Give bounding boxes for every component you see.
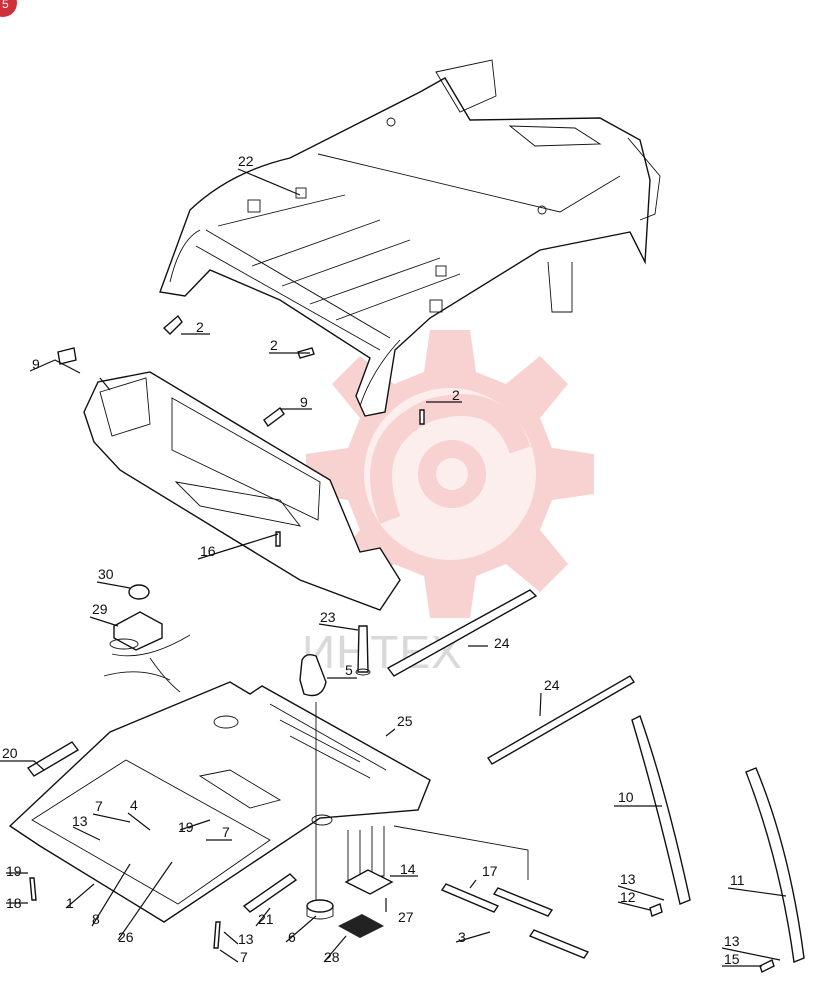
vent-14-icon — [344, 869, 394, 895]
callout-8: 8 — [92, 911, 100, 927]
callout-10: 10 — [618, 789, 634, 805]
knob-30-icon — [128, 584, 150, 600]
callout-1: 1 — [66, 895, 74, 911]
rod-7-icon — [213, 921, 221, 949]
callout-14: 14 — [400, 861, 416, 877]
callout-9: 9 — [300, 394, 308, 410]
callout-21: 21 — [258, 911, 274, 927]
leader-lines — [0, 168, 787, 967]
callout-7: 7 — [95, 798, 103, 814]
slot-17a-icon — [440, 883, 500, 913]
callout-9: 9 — [32, 356, 40, 372]
bolt-2a-icon — [162, 314, 183, 335]
mat-28-icon — [338, 914, 384, 938]
floor-panel — [8, 681, 529, 923]
pin-23-icon — [357, 625, 369, 673]
callout-24: 24 — [494, 635, 510, 651]
callout-28: 28 — [324, 949, 340, 965]
rod-18-icon — [29, 877, 37, 901]
callout-24: 24 — [544, 677, 560, 693]
callout-12: 12 — [620, 889, 636, 905]
bolt-9b-icon — [263, 406, 285, 428]
callout-3: 3 — [458, 929, 466, 945]
callout-18: 18 — [6, 895, 22, 911]
bolt-9a-icon — [57, 347, 77, 365]
slot-17c-icon — [528, 929, 590, 959]
callout-labels: 22 2 2 2 9 9 16 30 29 23 24 24 5 25 20 7… — [2, 153, 745, 967]
callout-26: 26 — [118, 929, 134, 945]
callout-20: 20 — [2, 745, 18, 761]
callout-2: 2 — [452, 387, 460, 403]
callout-16: 16 — [200, 543, 216, 559]
page-badge-number: 5 — [2, 0, 9, 11]
strip-21-icon — [242, 873, 298, 913]
callout-19: 19 — [178, 819, 194, 835]
callout-13: 13 — [72, 813, 88, 829]
watermark-text: ИНТЕХ — [302, 626, 463, 678]
callout-27: 27 — [398, 909, 414, 925]
bolt-15-icon — [759, 959, 775, 973]
switch-29-icon — [113, 611, 163, 651]
bolt-2c-icon — [419, 409, 425, 425]
callout-13: 13 — [620, 871, 636, 887]
callout-22: 22 — [238, 153, 254, 169]
pillar-10-icon — [631, 715, 691, 905]
small-parts — [26, 314, 805, 973]
callout-15: 15 — [724, 951, 740, 967]
roof-assembly — [159, 59, 661, 417]
callout-19: 19 — [6, 863, 22, 879]
bracket-24b-icon — [487, 675, 635, 765]
dash-panel — [83, 371, 401, 611]
bolt-16-icon — [275, 531, 281, 547]
pillar-11-icon — [745, 767, 805, 963]
callout-13: 13 — [724, 933, 740, 949]
callout-29: 29 — [92, 601, 108, 617]
callout-2: 2 — [196, 319, 204, 335]
callout-11: 11 — [730, 872, 745, 888]
elbow-5-icon — [299, 653, 327, 697]
callout-7: 7 — [240, 949, 248, 965]
callout-6: 6 — [288, 929, 296, 945]
callout-2: 2 — [270, 337, 278, 353]
callout-17: 17 — [482, 863, 498, 879]
callout-25: 25 — [397, 713, 413, 729]
callout-30: 30 — [98, 566, 114, 582]
slot-17b-icon — [492, 887, 554, 917]
page-badge: 5 — [0, 0, 17, 17]
cap-6-icon — [306, 899, 334, 913]
callout-4: 4 — [130, 797, 138, 813]
callout-7: 7 — [222, 824, 230, 840]
bolt-12-icon — [649, 903, 663, 917]
callout-23: 23 — [320, 609, 336, 625]
callout-5: 5 — [345, 662, 353, 678]
bracket-24a-icon — [386, 589, 538, 677]
callout-13: 13 — [238, 931, 254, 947]
